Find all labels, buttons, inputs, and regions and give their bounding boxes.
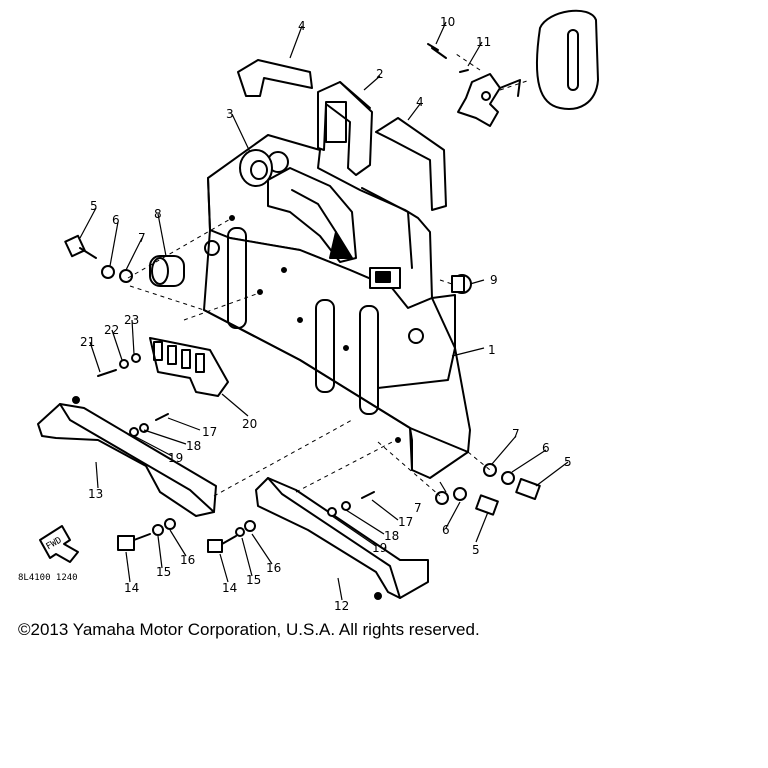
callout-17-left: 17 (202, 425, 217, 439)
callout-6-left: 6 (112, 213, 120, 227)
callout-5-right-top: 5 (564, 455, 572, 469)
rubber-mount (149, 255, 185, 287)
callout-6-right-top: 6 (542, 441, 550, 455)
callout-11: 11 (476, 35, 491, 49)
callout-7-right-bottom: 7 (414, 501, 422, 515)
callout-9: 9 (490, 273, 498, 287)
grip-bar-right (375, 117, 447, 211)
callout-19-left: 19 (168, 451, 183, 465)
callout-14-center: 14 (222, 581, 237, 595)
callout-8: 8 (154, 207, 162, 221)
callout-22: 22 (104, 323, 119, 337)
callout-15-left: 15 (156, 565, 171, 579)
callout-17-right: 17 (398, 515, 413, 529)
bushing (451, 274, 472, 294)
callout-13: 13 (88, 487, 103, 501)
callout-20: 20 (242, 417, 257, 431)
callout-4-top: 4 (298, 19, 306, 33)
wire-clip (97, 337, 229, 397)
callout-23: 23 (124, 313, 139, 327)
runner-right (255, 477, 429, 600)
callout-1: 1 (488, 343, 496, 357)
callout-16-left: 16 (180, 553, 195, 567)
leader-lines (79, 21, 569, 601)
callout-4-right: 4 (416, 95, 424, 109)
callout-18-right: 18 (384, 529, 399, 543)
parts-diagram: 1 2 3 4 4 5 5 5 6 6 6 7 7 7 8 9 10 11 12… (18, 9, 599, 613)
handle-plate (317, 81, 373, 176)
callout-16-center: 16 (266, 561, 281, 575)
assembly-lines (127, 53, 531, 497)
grip-bar-left (237, 59, 313, 97)
callout-7-right-top: 7 (512, 427, 520, 441)
callout-15-center: 15 (246, 573, 261, 587)
callout-5-left: 5 (90, 199, 98, 213)
callout-2: 2 (376, 67, 384, 81)
bolt-left (64, 234, 97, 259)
runner-left (37, 396, 217, 517)
drawing-code: 8L4100 1240 (18, 573, 78, 583)
callout-18-left: 18 (186, 439, 201, 453)
top-right-bracket (427, 9, 599, 127)
callout-7-left: 7 (138, 231, 146, 245)
callout-12: 12 (334, 599, 349, 613)
fwd-arrow-icon (39, 525, 79, 563)
callout-6-right-bottom: 6 (442, 523, 450, 537)
callout-5-right-bottom: 5 (472, 543, 480, 557)
callouts: 1 2 3 4 4 5 5 5 6 6 6 7 7 7 8 9 10 11 12… (18, 15, 572, 613)
grommet (239, 149, 273, 187)
callout-21: 21 (80, 335, 95, 349)
copyright-notice: ©2013 Yamaha Motor Corporation, U.S.A. A… (18, 620, 480, 639)
callout-3: 3 (226, 107, 234, 121)
callout-19-right: 19 (372, 541, 387, 555)
callout-14-left: 14 (124, 581, 139, 595)
callout-10: 10 (440, 15, 455, 29)
